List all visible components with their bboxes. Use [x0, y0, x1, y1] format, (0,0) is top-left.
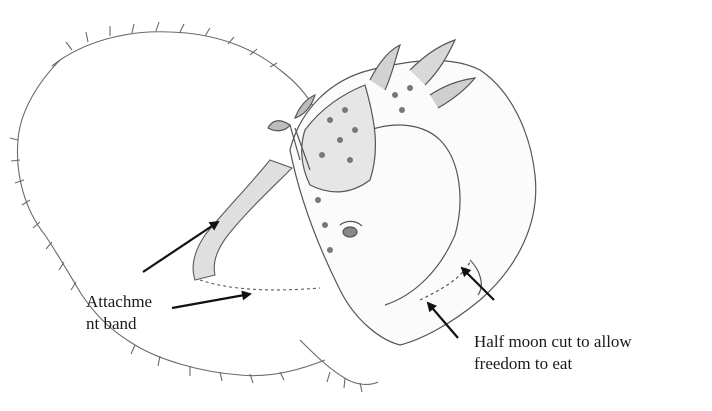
arrow-attachment-band-lower [172, 294, 250, 308]
attachment-band-label: Attachme nt band [86, 291, 176, 335]
bonnet-shape [268, 40, 536, 345]
half-moon-cut-label: Half moon cut to allow freedom to eat [474, 331, 710, 375]
